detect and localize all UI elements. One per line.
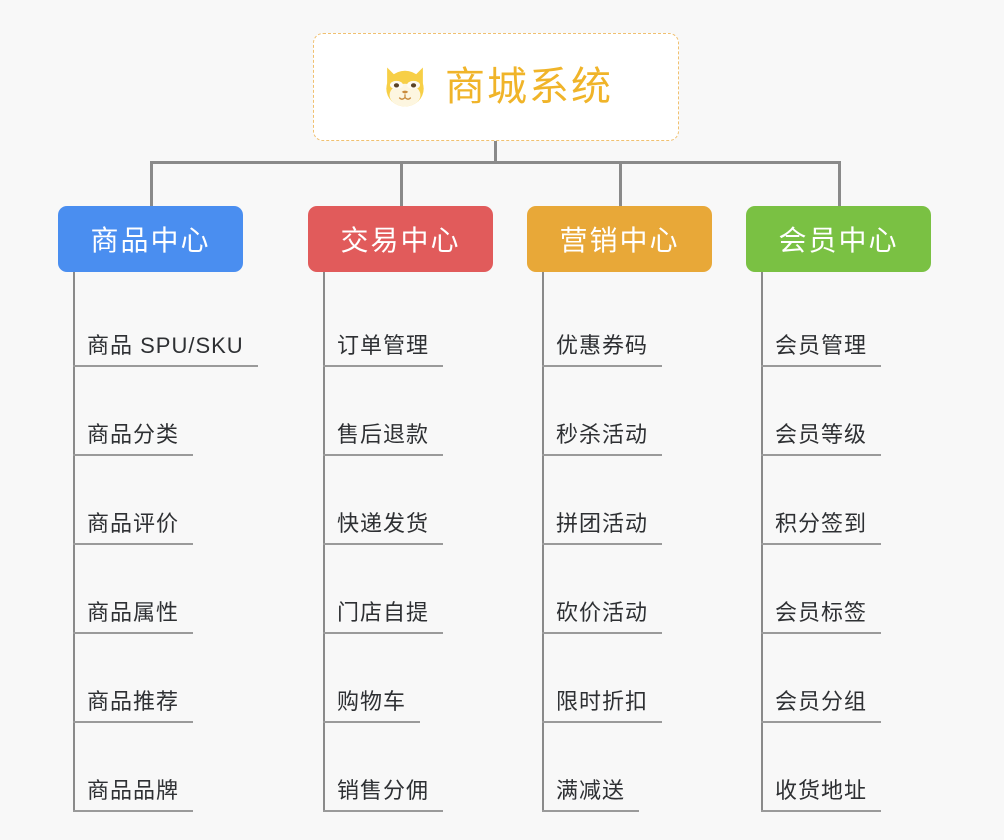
root-node[interactable]: 商城系统 xyxy=(313,33,679,141)
branch-header-label: 营销中心 xyxy=(559,225,680,256)
branch-column-2: 交易中心订单管理售后退款快递发货门店自提购物车销售分佣 xyxy=(308,206,493,812)
branch-header-label: 会员中心 xyxy=(778,225,899,256)
leaf-item[interactable]: 商品分类 xyxy=(58,367,243,456)
branch-header-3[interactable]: 营销中心 xyxy=(527,206,712,272)
leaf-item-label: 门店自提 xyxy=(323,600,444,634)
leaf-item[interactable]: 商品 SPU/SKU xyxy=(58,278,258,367)
leaf-list: 商品 SPU/SKU 商品分类商品评价商品属性商品推荐商品品牌 xyxy=(58,272,258,812)
connector-drop-2 xyxy=(400,161,403,206)
connector-drop-3 xyxy=(619,161,622,206)
leaf-item[interactable]: 收货地址 xyxy=(746,723,931,812)
leaf-item-label: 满减送 xyxy=(542,778,640,812)
branch-header-2[interactable]: 交易中心 xyxy=(308,206,493,272)
leaf-item[interactable]: 销售分佣 xyxy=(308,723,493,812)
leaf-item[interactable]: 快递发货 xyxy=(308,456,493,545)
leaf-item-label: 优惠券码 xyxy=(542,333,663,367)
branch-column-3: 营销中心优惠券码秒杀活动拼团活动砍价活动限时折扣满减送 xyxy=(527,206,712,812)
leaf-item[interactable]: 订单管理 xyxy=(308,278,493,367)
leaf-item-label: 积分签到 xyxy=(761,511,882,545)
leaf-item[interactable]: 会员管理 xyxy=(746,278,931,367)
leaf-item[interactable]: 积分签到 xyxy=(746,456,931,545)
connector-drop-1 xyxy=(150,161,153,206)
connector-stem xyxy=(494,141,497,163)
leaf-item-label: 商品分类 xyxy=(73,422,194,456)
leaf-trunk-line xyxy=(761,272,763,812)
leaf-item[interactable]: 门店自提 xyxy=(308,545,493,634)
leaf-list: 优惠券码秒杀活动拼团活动砍价活动限时折扣满减送 xyxy=(527,272,712,812)
leaf-trunk-line xyxy=(323,272,325,812)
leaf-item-label: 限时折扣 xyxy=(542,689,663,723)
leaf-list: 订单管理售后退款快递发货门店自提购物车销售分佣 xyxy=(308,272,493,812)
leaf-item-label: 销售分佣 xyxy=(323,778,444,812)
leaf-item-label: 收货地址 xyxy=(761,778,882,812)
leaf-item-label: 快递发货 xyxy=(323,511,444,545)
leaf-item-label: 会员分组 xyxy=(761,689,882,723)
leaf-item-label: 售后退款 xyxy=(323,422,444,456)
leaf-list: 会员管理会员等级积分签到会员标签会员分组收货地址 xyxy=(746,272,931,812)
branch-header-1[interactable]: 商品中心 xyxy=(58,206,243,272)
leaf-trunk-line xyxy=(542,272,544,812)
leaf-item-label: 购物车 xyxy=(323,689,421,723)
leaf-item[interactable]: 购物车 xyxy=(308,634,493,723)
leaf-item[interactable]: 售后退款 xyxy=(308,367,493,456)
leaf-item-label: 砍价活动 xyxy=(542,600,663,634)
leaf-item[interactable]: 会员等级 xyxy=(746,367,931,456)
leaf-item-label: 商品品牌 xyxy=(73,778,194,812)
leaf-item-label: 会员等级 xyxy=(761,422,882,456)
leaf-item[interactable]: 砍价活动 xyxy=(527,545,712,634)
leaf-item-label: 商品推荐 xyxy=(73,689,194,723)
leaf-item[interactable]: 限时折扣 xyxy=(527,634,712,723)
leaf-item[interactable]: 商品属性 xyxy=(58,545,243,634)
branch-header-label: 交易中心 xyxy=(340,225,461,256)
leaf-item[interactable]: 满减送 xyxy=(527,723,712,812)
leaf-trunk-line xyxy=(73,272,75,812)
branch-header-4[interactable]: 会员中心 xyxy=(746,206,931,272)
leaf-item-label: 秒杀活动 xyxy=(542,422,663,456)
leaf-item[interactable]: 商品品牌 xyxy=(58,723,243,812)
shiba-dog-face-icon xyxy=(386,67,424,110)
leaf-item-label: 订单管理 xyxy=(323,333,444,367)
leaf-item[interactable]: 会员分组 xyxy=(746,634,931,723)
leaf-item-label: 商品属性 xyxy=(73,600,194,634)
leaf-item[interactable]: 商品推荐 xyxy=(58,634,243,723)
leaf-item-label: 商品 SPU/SKU xyxy=(73,333,258,367)
branch-header-label: 商品中心 xyxy=(90,225,211,256)
root-title: 商城系统 xyxy=(445,65,613,109)
leaf-item[interactable]: 秒杀活动 xyxy=(527,367,712,456)
connector-drop-4 xyxy=(838,161,841,206)
leaf-item-label: 会员管理 xyxy=(761,333,882,367)
leaf-item[interactable]: 拼团活动 xyxy=(527,456,712,545)
leaf-item-label: 拼团活动 xyxy=(542,511,663,545)
connector-bus xyxy=(150,161,840,164)
leaf-item-label: 商品评价 xyxy=(73,511,194,545)
branch-column-4: 会员中心会员管理会员等级积分签到会员标签会员分组收货地址 xyxy=(746,206,931,812)
branch-column-1: 商品中心商品 SPU/SKU 商品分类商品评价商品属性商品推荐商品品牌 xyxy=(58,206,258,812)
leaf-item-label: 会员标签 xyxy=(761,600,882,634)
leaf-item[interactable]: 商品评价 xyxy=(58,456,243,545)
leaf-item[interactable]: 会员标签 xyxy=(746,545,931,634)
leaf-item[interactable]: 优惠券码 xyxy=(527,278,712,367)
